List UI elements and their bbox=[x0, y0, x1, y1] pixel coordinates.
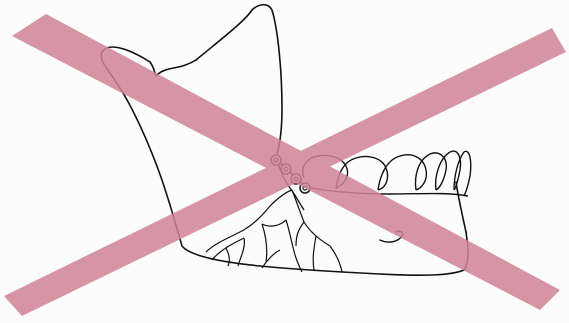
mandible-illustration bbox=[0, 0, 569, 323]
illustration-canvas bbox=[0, 0, 569, 323]
